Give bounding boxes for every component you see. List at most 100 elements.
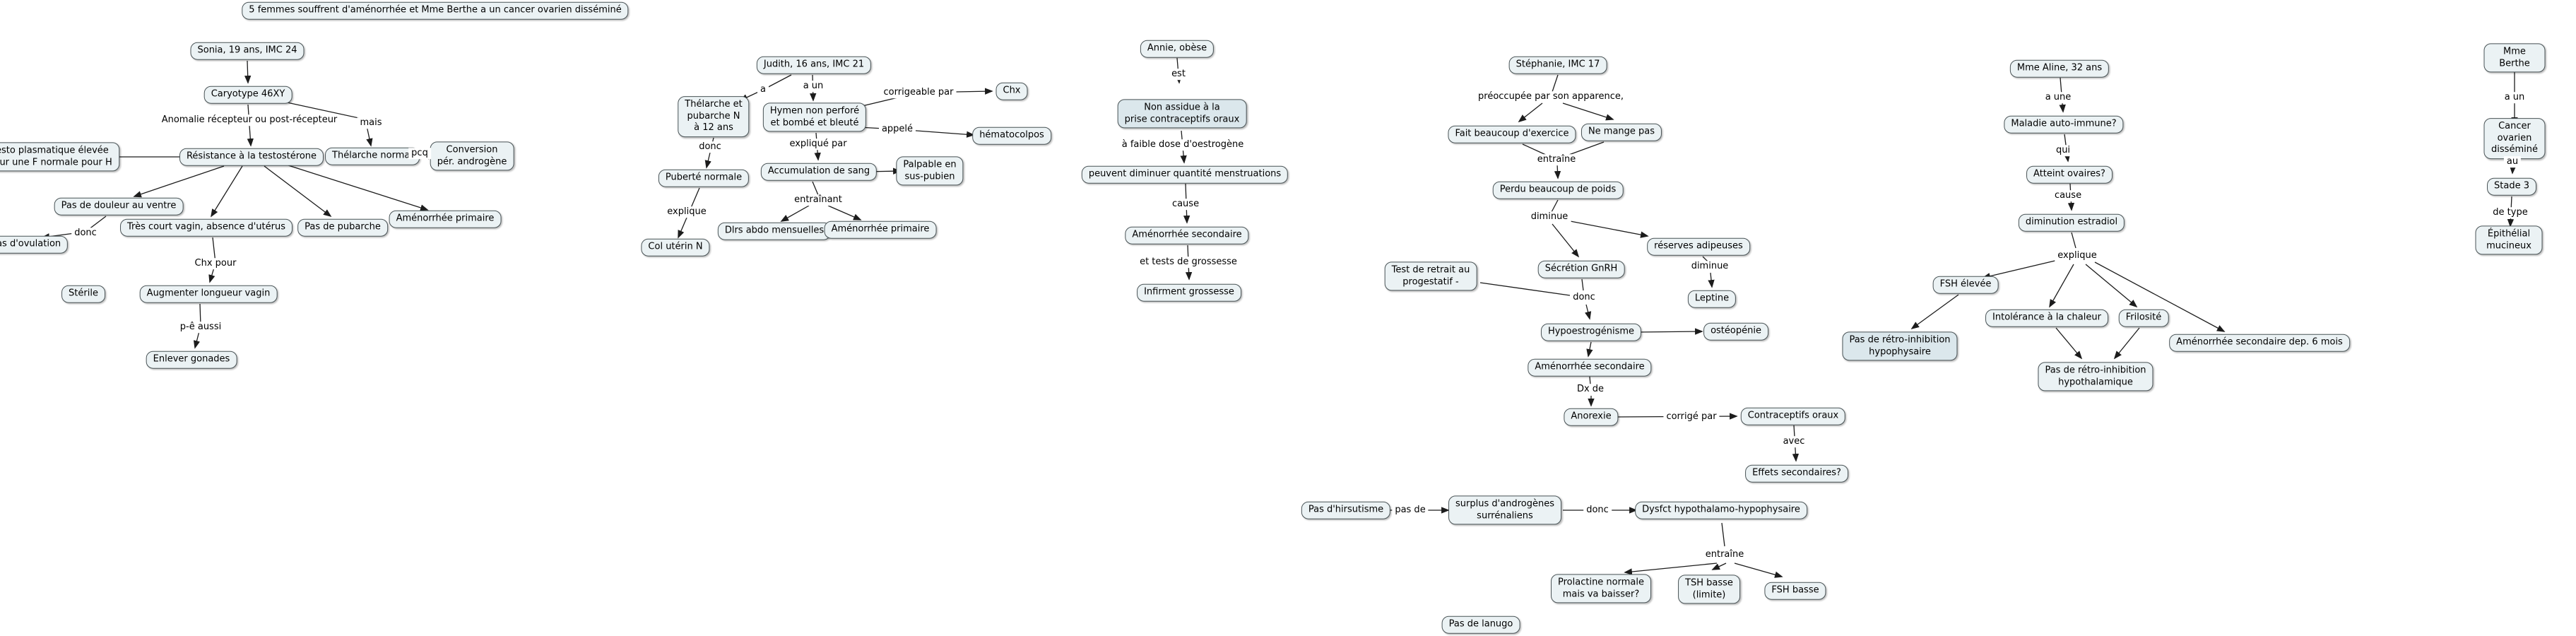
link-explique-aline[interactable]: explique (2055, 250, 2100, 261)
judith[interactable]: Judith, 16 ans, IMC 21 (756, 56, 872, 74)
link-a-un-berthe[interactable]: a un (2501, 92, 2528, 103)
pas-retro-inhibition-hypophysaire[interactable]: Pas de rétro-inhibition hypophysaire (1842, 331, 1958, 361)
leptine[interactable]: Leptine (1687, 290, 1737, 308)
contraceptifs-oraux[interactable]: Contraceptifs oraux (1740, 407, 1846, 425)
link-explique-judith[interactable]: explique (664, 206, 709, 218)
cancer-ovarien-dissemine[interactable]: Cancer ovarien disséminé (2483, 118, 2546, 159)
link-appele[interactable]: appelé (878, 124, 916, 135)
secretion-gnrh[interactable]: Sécrétion GnRH (1537, 260, 1625, 278)
link-cause-annie[interactable]: cause (1169, 199, 1203, 210)
link-de-type[interactable]: de type (2490, 207, 2531, 218)
augmenter-longueur-vagin[interactable]: Augmenter longueur vagin (139, 285, 278, 303)
hymen-non-perfore[interactable]: Hymen non perforé et bombé et bleuté (762, 102, 867, 132)
link-donc-surplus[interactable]: donc (1583, 505, 1612, 516)
chx[interactable]: Chx (995, 82, 1028, 100)
link-dx-de[interactable]: Dx de (1573, 384, 1607, 395)
link-pas-de[interactable]: pas de (1392, 505, 1429, 516)
sterile[interactable]: Stérile (61, 285, 105, 303)
link-a-une[interactable]: a une (2042, 92, 2074, 103)
link-corrigeable-par[interactable]: corrigeable par (880, 87, 957, 98)
caryotype-46xy[interactable]: Caryotype 46XY (203, 86, 293, 104)
link-donc-sonia[interactable]: donc (71, 228, 100, 239)
surplus-androgenes[interactable]: surplus d'androgènes surrénaliens (1448, 495, 1561, 525)
accumulation-sang[interactable]: Accumulation de sang (760, 163, 878, 181)
fsh-elevee[interactable]: FSH élevée (1932, 276, 1999, 294)
sonia[interactable]: Sonia, 19 ans, IMC 24 (190, 42, 305, 60)
pas-douleur-ventre[interactable]: Pas de douleur au ventre (54, 197, 184, 216)
link-entrainant[interactable]: entraînant (791, 194, 845, 206)
amenorrhee-primaire-sonia[interactable]: Aménorrhée primaire (389, 210, 502, 228)
resistance-testosterone[interactable]: Résistance à la testostérone (179, 148, 324, 166)
hematocolpos[interactable]: hématocolpos (972, 126, 1051, 145)
amenorrhee-secondaire-stephanie[interactable]: Aménorrhée secondaire (1528, 358, 1652, 377)
puberte-normale[interactable]: Puberté normale (658, 169, 750, 187)
tsh-basse[interactable]: TSH basse (limite) (1678, 575, 1740, 604)
osteopenie[interactable]: ostéopénie (1703, 322, 1768, 341)
pas-lanugo[interactable]: Pas de lanugo (1441, 616, 1520, 634)
enlever-gonades[interactable]: Enlever gonades (146, 351, 237, 369)
amenorrhee-secondaire-annie[interactable]: Aménorrhée secondaire (1125, 226, 1249, 245)
thelarche-normal[interactable]: Thélarche normal (325, 147, 420, 165)
link-faible-dose[interactable]: à faible dose d'oestrogène (1118, 139, 1247, 151)
fsh-basse[interactable]: FSH basse (1764, 582, 1826, 600)
link-explique-par[interactable]: expliqué par (786, 139, 850, 150)
link-tests-grossesse[interactable]: et tests de grossesse (1137, 257, 1240, 268)
test-retrait-progestatif[interactable]: Test de retrait au progestatif - (1384, 261, 1477, 291)
link-chx-pour[interactable]: Chx pour (191, 258, 240, 269)
infirment-grossesse[interactable]: Infirment grossesse (1137, 283, 1241, 302)
link-mais[interactable]: mais (357, 117, 385, 129)
amenorrhee-primaire-judith[interactable]: Aménorrhée primaire (824, 220, 937, 239)
link-anomalie-recepteur[interactable]: Anomalie récepteur ou post-récepteur (158, 114, 341, 126)
maladie-auto-immune[interactable]: Maladie auto-immune? (2004, 115, 2124, 134)
link-a[interactable]: a (757, 84, 769, 95)
stephanie[interactable]: Stéphanie, IMC 17 (1508, 56, 1607, 74)
link-diminue-1[interactable]: diminue (1528, 211, 1571, 223)
reserves-adipeuses[interactable]: réserves adipeuses (1647, 237, 1750, 256)
ne-mange-pas[interactable]: Ne mange pas (1581, 123, 1662, 141)
effets-secondaires[interactable]: Effets secondaires? (1745, 464, 1848, 483)
atteint-ovaires[interactable]: Atteint ovaires? (2026, 165, 2113, 184)
prolactine-normale[interactable]: Prolactine normale mais va baisser? (1551, 574, 1651, 603)
link-donc-judith[interactable]: donc (696, 141, 724, 153)
link-donc-gnrh[interactable]: donc (1570, 292, 1598, 303)
link-au[interactable]: au (2503, 156, 2522, 167)
link-avec[interactable]: avec (1780, 436, 1808, 447)
mme-aline[interactable]: Mme Aline, 32 ans (2009, 59, 2110, 78)
non-assidue-contraceptifs[interactable]: Non assidue à la prise contraceptifs ora… (1117, 99, 1247, 129)
conversion-androgene[interactable]: Conversion pér. androgène (430, 141, 514, 171)
pas-pubarche[interactable]: Pas de pubarche (297, 218, 388, 237)
tres-court-vagin[interactable]: Très court vagin, absence d'utérus (120, 218, 293, 237)
anorexie[interactable]: Anorexie (1564, 408, 1619, 426)
peuvent-diminuer-menstruations[interactable]: peuvent diminuer quantité menstruations (1081, 165, 1289, 184)
dysfct-hypothalamo-hypophysaire[interactable]: Dysfct hypothalamo-hypophysaire (1635, 501, 1807, 519)
stade-3[interactable]: Stade 3 (2487, 177, 2536, 196)
pas-ovulation[interactable]: Pas d'ovulation (0, 235, 69, 254)
link-pe-aussi[interactable]: p-ê aussi (177, 322, 225, 333)
mme-berthe[interactable]: Mme Berthe (2483, 43, 2546, 73)
link-a-un-judith[interactable]: a un (800, 81, 827, 92)
title-banner[interactable]: 5 femmes souffrent d'aménorrhée et Mme B… (242, 1, 629, 20)
fait-beaucoup-exercice[interactable]: Fait beaucoup d'exercice (1448, 125, 1576, 143)
dlrs-abdo-menstruelles[interactable]: Dlrs abdo mensuelles (717, 222, 832, 240)
link-diminue-2[interactable]: diminue (1688, 261, 1732, 272)
hypoestrogenisme[interactable]: Hypoestrogénisme (1540, 323, 1642, 341)
col-uterin-n[interactable]: Col utérin N (641, 238, 710, 257)
link-est[interactable]: est (1169, 69, 1188, 80)
link-pcq[interactable]: pcq (408, 148, 431, 159)
pas-retro-inhibition-hypothalamique[interactable]: Pas de rétro-inhibition hypothalamique (2038, 362, 2153, 391)
link-entraine-stephanie[interactable]: entraîne (1534, 154, 1579, 165)
link-preoccupee[interactable]: préoccupée par son apparence, (1475, 91, 1626, 102)
diminution-estradiol[interactable]: diminution estradiol (2018, 213, 2125, 232)
frilosite[interactable]: Frilosité (2118, 309, 2169, 327)
link-cause-aline[interactable]: cause (2051, 190, 2085, 201)
intolerance-chaleur[interactable]: Intolérance à la chaleur (1985, 309, 2108, 327)
amenorrhee-secondaire-6mois[interactable]: Aménorrhée secondaire dep. 6 mois (2169, 334, 2350, 352)
link-entraine-dysfct[interactable]: entraîne (1702, 549, 1747, 560)
link-qui[interactable]: qui (2052, 145, 2074, 156)
pas-hirsutisme[interactable]: Pas d'hirsutisme (1301, 501, 1391, 519)
thelarche-pubarche-12ans[interactable]: Thélarche et pubarche N à 12 ans (678, 96, 750, 137)
testo-plasmatique[interactable]: Testo plasmatique élevée pour une F norm… (0, 142, 119, 172)
annie-obese[interactable]: Annie, obèse (1140, 40, 1215, 58)
palpable-sus-pubien[interactable]: Palpable en sus-pubien (896, 156, 964, 186)
link-corrige-par[interactable]: corrigé par (1663, 411, 1720, 423)
